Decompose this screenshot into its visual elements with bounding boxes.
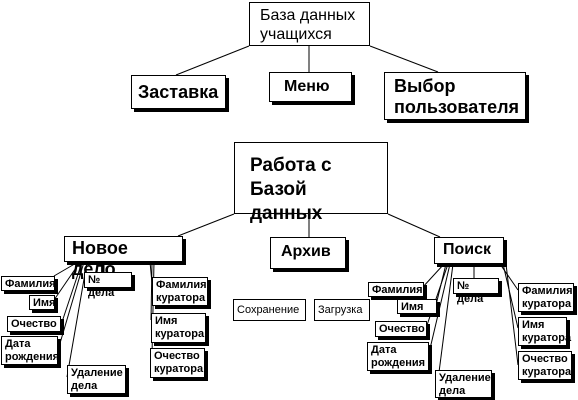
user-select-node: Выбор пользователя (384, 72, 526, 120)
search-patronymic: Очество (375, 321, 427, 337)
new-case-curator-last-name: Фамилия куратора (152, 277, 208, 306)
connector-root-user (369, 45, 439, 73)
splash-node: Заставка (131, 75, 226, 109)
new-case-first-name: Имя (29, 295, 55, 310)
new-case-patronymic: Очество (7, 316, 61, 332)
new-case-delete: Удаление дела (67, 365, 126, 394)
search-last-name: Фамилия (368, 282, 424, 297)
new-case-number: № дела (84, 272, 132, 299)
new-case-birth-date: Дата рождения (1, 336, 59, 365)
search-delete: Удаление дела (435, 370, 492, 398)
archive-node: Архив (270, 237, 346, 269)
new-case-node: Новое дело (64, 236, 183, 279)
connector-work-search (387, 213, 441, 238)
root-node: База данных учащихся (249, 2, 370, 46)
connector-work-new (177, 213, 235, 237)
search-node: Поиск (434, 237, 504, 264)
connector-root-splash (175, 45, 250, 76)
search-curator-last-name: Фамилия куратора (518, 283, 574, 312)
archive-load: Загрузка (314, 299, 370, 321)
archive-save: Сохранение (233, 299, 306, 321)
search-first-name: Имя (397, 299, 437, 314)
search-case-number: № дела (453, 278, 499, 305)
new-case-last-name: Фамилия (1, 276, 56, 291)
search-birth-date: Дата рождения (367, 342, 429, 371)
new-case-curator-patronymic: Очество куратора (150, 348, 205, 378)
work-node: Работа с Базой данных (234, 142, 388, 224)
search-curator-first-name: Имя куратора (518, 317, 571, 346)
search-curator-patronymic: Очество куратора (518, 351, 572, 380)
new-case-curator-first-name: Имя куратора (151, 313, 206, 343)
menu-node: Меню (269, 72, 352, 102)
